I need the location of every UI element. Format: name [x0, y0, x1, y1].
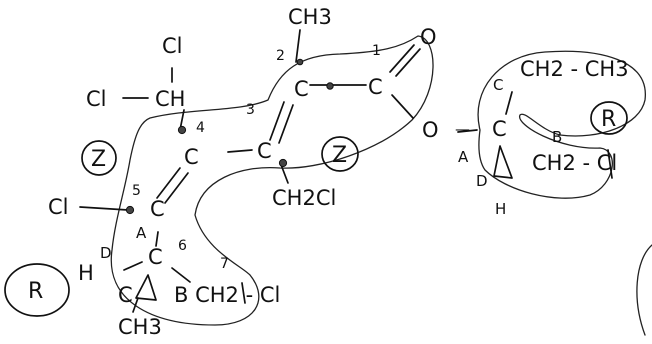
label-c3: C [257, 139, 272, 163]
locant-1: 1 [372, 43, 381, 59]
locant-7: 7 [220, 256, 229, 272]
label-c-bottom-left: C [118, 283, 133, 307]
atom-dot-c3 [278, 158, 288, 168]
label-cl-left: Cl [86, 87, 107, 111]
label-right-c-top: C [493, 76, 503, 94]
label-cl-top: Cl [162, 34, 183, 58]
descriptor-z-left: Z [91, 147, 106, 172]
bond-c5-cstereo [155, 231, 159, 247]
locant-6: 6 [178, 238, 187, 254]
bond-cstereo-ch2cl [171, 267, 191, 283]
label-right-c: C [492, 117, 507, 141]
atom-dot-c2 [296, 58, 304, 66]
label-c2: C [294, 77, 309, 101]
locant-3: 3 [246, 102, 255, 118]
r-right-circle [590, 101, 628, 135]
label-ch2cl: CH2Cl [272, 186, 336, 210]
bond-o-cstereo [457, 129, 478, 133]
label-o-double: O [420, 25, 437, 49]
label-c1: C [368, 75, 383, 99]
label-c4: C [184, 145, 199, 169]
bond-c1-o-ester [391, 94, 414, 119]
label-c5: C [150, 197, 165, 221]
bond-c2-c3-double-b [278, 104, 294, 144]
bond-right-ch2cl-tick [607, 149, 613, 179]
bond-c1-o-double-a [389, 44, 415, 73]
label-dash-mark: — [455, 120, 470, 138]
bond-c4-c5-double-b [164, 172, 189, 204]
label-right-h: H [495, 200, 506, 218]
bond-ch2cl-tick [241, 282, 246, 304]
atom-dot-c4 [177, 125, 187, 135]
descriptor-r-right: R [601, 107, 616, 132]
bond-ch3-c2 [295, 29, 301, 63]
label-right-b: B [552, 128, 562, 146]
label-cl-mid: Cl [48, 195, 69, 219]
label-d-left: D [100, 244, 112, 262]
label-a-left: A [136, 224, 147, 242]
label-c6: C [148, 245, 163, 269]
bond-c3-c4 [227, 149, 253, 153]
label-ch3-top: CH3 [288, 5, 332, 29]
atom-dot-c5 [125, 205, 135, 215]
bond-c5-cl [79, 206, 129, 211]
label-h-bottom: H [78, 261, 94, 285]
wedge-bottom-stereo [135, 274, 157, 301]
descriptor-z-right: Z [332, 143, 347, 168]
bond-c4-c5-double-a [156, 167, 181, 199]
wedge-right-stereo [493, 145, 513, 179]
label-right-ch2cl: CH2 - Cl [532, 151, 617, 175]
label-ch: CH [155, 87, 185, 111]
bond-c1-o-double-b [395, 48, 421, 77]
locant-2: 2 [276, 48, 285, 64]
label-right-d: D [476, 172, 488, 190]
atom-dot-c1 [326, 82, 334, 90]
right-group-outline [477, 50, 646, 199]
r-left-circle [4, 263, 70, 317]
locant-4: 4 [196, 120, 205, 136]
label-b-ch2cl: B CH2 - Cl [174, 283, 280, 307]
bond-right-c-c-top [505, 91, 513, 115]
descriptor-r-left: R [28, 279, 43, 304]
main-chain-outline [110, 35, 434, 326]
right-edge-arc [636, 244, 652, 336]
label-ch3-bottom: CH3 [118, 315, 162, 339]
label-o-ester: O [422, 118, 439, 142]
bond-cstereo-h [123, 261, 143, 271]
label-right-a: A [458, 148, 469, 166]
label-right-ch2ch3: CH2 - CH3 [520, 57, 629, 81]
z-right-circle [321, 136, 359, 172]
bond-cstereo-ch3 [132, 297, 139, 313]
bond-c2-c3-double-a [269, 101, 285, 141]
z-left-circle [81, 140, 117, 176]
locant-5: 5 [132, 183, 141, 199]
